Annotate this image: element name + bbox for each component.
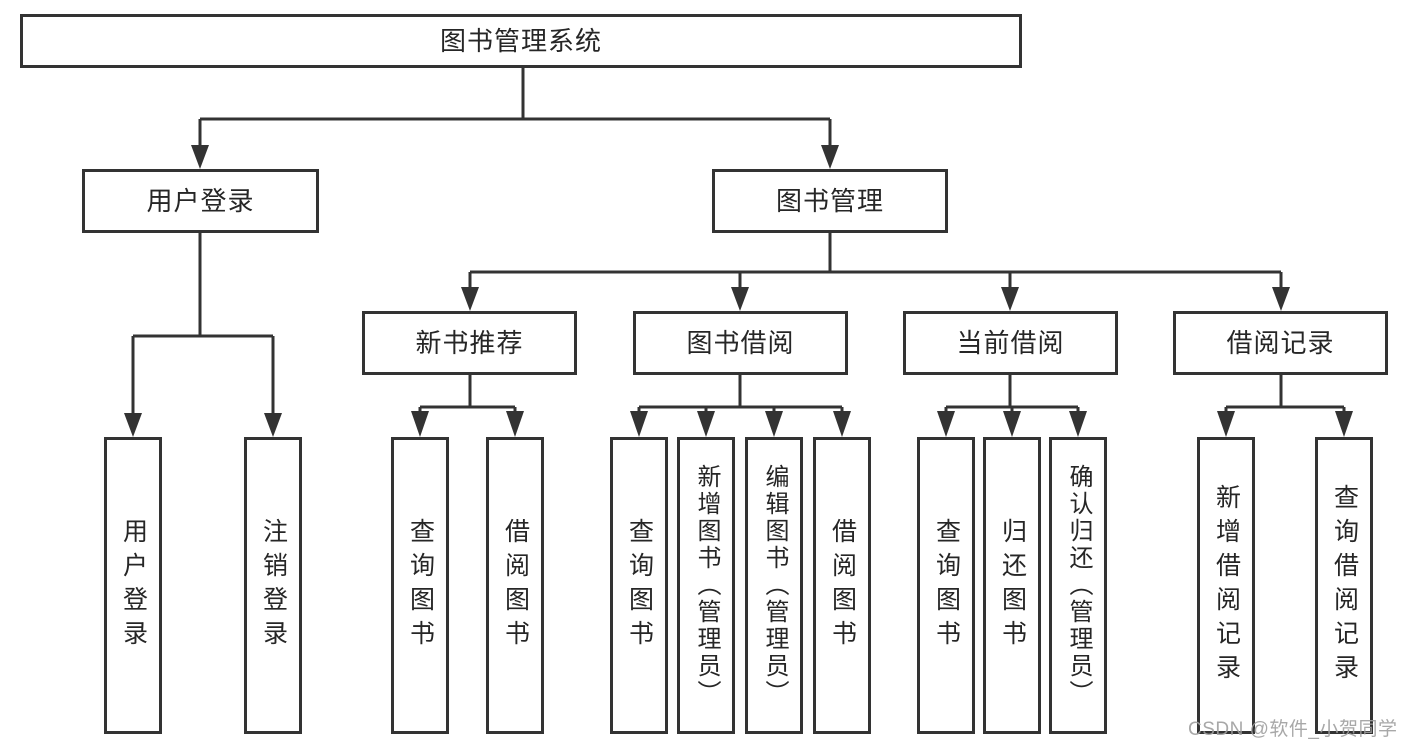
node-book-borrowing: 图书借阅 (633, 311, 848, 375)
leaf-label: 查询图书 (625, 517, 654, 654)
leaf-label: 编辑图书（管理员） (761, 464, 788, 707)
leaf-query-books-recommend: 查询图书 (391, 437, 449, 734)
node-current-borrowing: 当前借阅 (903, 311, 1118, 375)
node-label: 用户登录 (146, 186, 255, 216)
leaf-confirm-return-admin: 确认归还（管理员） (1049, 437, 1107, 734)
leaf-borrow-books-borrow: 借阅图书 (813, 437, 871, 734)
node-book-management: 图书管理 (712, 169, 948, 233)
leaf-user-login: 用户登录 (104, 437, 162, 734)
leaf-label: 查询图书 (932, 517, 961, 654)
leaf-query-books-current: 查询图书 (917, 437, 975, 734)
node-new-book-recommendation: 新书推荐 (362, 311, 577, 375)
node-label: 借阅记录 (1226, 328, 1335, 358)
node-borrowing-records: 借阅记录 (1173, 311, 1388, 375)
leaf-add-borrow-record: 新增借阅记录 (1197, 437, 1255, 734)
leaf-label: 新增图书（管理员） (693, 464, 720, 707)
leaf-label: 注销登录 (259, 517, 288, 654)
node-library-management-system: 图书管理系统 (20, 14, 1022, 68)
node-label: 新书推荐 (415, 328, 524, 358)
leaf-query-books-borrow: 查询图书 (610, 437, 668, 734)
node-label: 当前借阅 (956, 328, 1065, 358)
leaf-borrow-books-recommend: 借阅图书 (486, 437, 544, 734)
leaf-label: 查询借阅记录 (1330, 483, 1359, 688)
leaf-label: 用户登录 (119, 517, 148, 654)
leaf-logout: 注销登录 (244, 437, 302, 734)
leaf-label: 借阅图书 (501, 517, 530, 654)
csdn-watermark: CSDN @软件_小贺同学 (1188, 719, 1398, 740)
node-label: 图书管理系统 (439, 26, 602, 56)
leaf-return-books: 归还图书 (983, 437, 1041, 734)
leaf-label: 确认归还（管理员） (1065, 464, 1092, 707)
leaf-label: 新增借阅记录 (1212, 483, 1241, 688)
leaf-label: 归还图书 (998, 517, 1027, 654)
node-user-login: 用户登录 (82, 169, 319, 233)
leaf-edit-book-admin: 编辑图书（管理员） (745, 437, 803, 734)
leaf-label: 查询图书 (406, 517, 435, 654)
leaf-query-borrow-record: 查询借阅记录 (1315, 437, 1373, 734)
leaf-label: 借阅图书 (828, 517, 857, 654)
node-label: 图书管理 (775, 186, 884, 216)
leaf-add-book-admin: 新增图书（管理员） (677, 437, 735, 734)
node-label: 图书借阅 (686, 328, 795, 358)
